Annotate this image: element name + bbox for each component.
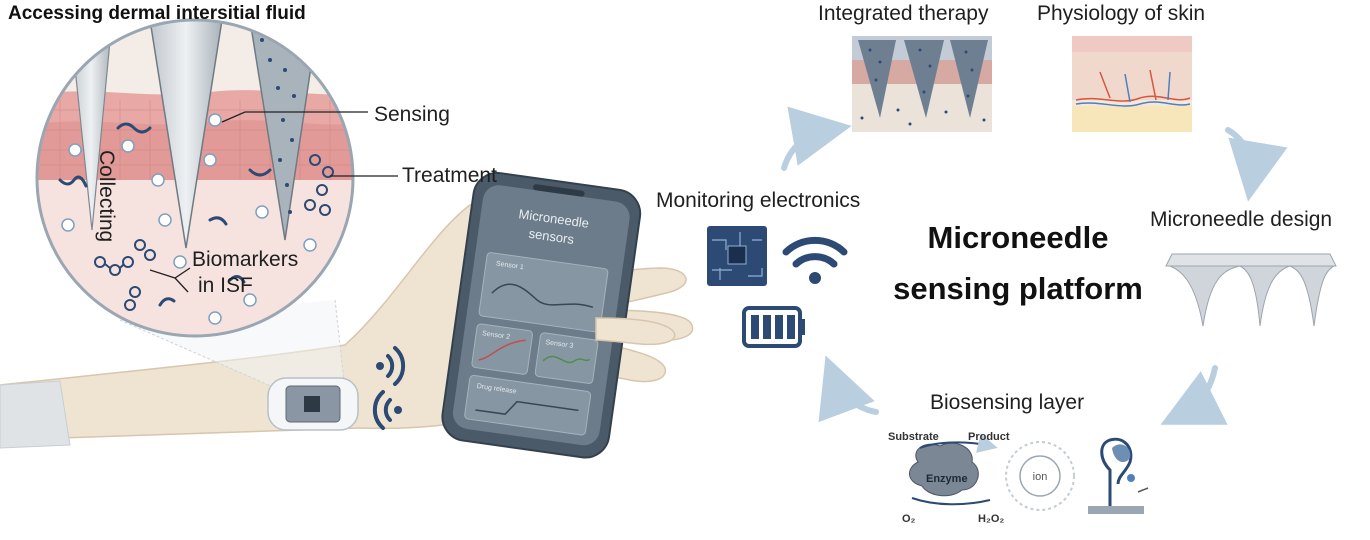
biomarkers-label-line2: in ISF: [198, 274, 253, 297]
thumb: [595, 317, 676, 346]
skin-physiology-illustration: [1072, 36, 1192, 132]
platform-title-line2: sensing platform: [893, 271, 1143, 306]
microneedle-design-label: Microneedle design: [1150, 208, 1332, 231]
wifi-icon: [782, 236, 848, 284]
ion-label: ion: [1033, 471, 1048, 483]
smartphone: Microneedle sensors Sensor 1 Sensor 2 Se…: [441, 171, 642, 459]
enzyme-label: Enzyme: [926, 473, 968, 485]
collecting-label: Collecting: [95, 150, 118, 242]
biosensing-layer-label: Biosensing layer: [930, 391, 1084, 414]
o2-label: O₂: [902, 513, 916, 525]
physiology-of-skin-label: Physiology of skin: [1037, 2, 1205, 25]
product-label: Product: [968, 431, 1010, 443]
enzyme-icon: [909, 433, 998, 506]
substrate-label: Substrate: [888, 431, 939, 443]
battery-icon: [742, 306, 805, 348]
drug-release-panel: [464, 374, 592, 436]
sensor3-panel: [534, 332, 599, 384]
wireless-waves-icon: [372, 346, 406, 430]
aptamer-icon: [1088, 437, 1149, 514]
wearable-patch: [267, 377, 359, 431]
circuit-chip-icon: [707, 226, 767, 286]
platform-title-line1: Microneedle: [928, 220, 1109, 255]
panel-title: Accessing dermal intersitial fluid: [8, 3, 306, 24]
ion-receptor-icon: [1005, 441, 1075, 511]
microneedle-design-illustration: [1165, 253, 1337, 327]
sensor2-panel: [471, 323, 533, 375]
integrated-therapy-label: Integrated therapy: [818, 2, 989, 25]
sensing-label: Sensing: [374, 103, 450, 126]
integrated-therapy-illustration: [852, 36, 992, 132]
cycle-arrows: [781, 106, 1288, 425]
treatment-label: Treatment: [402, 164, 497, 187]
h2o2-label: H₂O₂: [978, 513, 1004, 525]
biomarkers-label-line1: Biomarkers: [192, 248, 298, 271]
sensor3-label: Sensor 3: [545, 339, 574, 350]
monitoring-electronics-label: Monitoring electronics: [656, 189, 860, 212]
phone-title-line2: sensors: [528, 226, 576, 247]
sensor2-label: Sensor 2: [482, 330, 511, 341]
sensor1-label: Sensor 1: [495, 260, 524, 271]
sensor1-panel: [478, 252, 609, 333]
